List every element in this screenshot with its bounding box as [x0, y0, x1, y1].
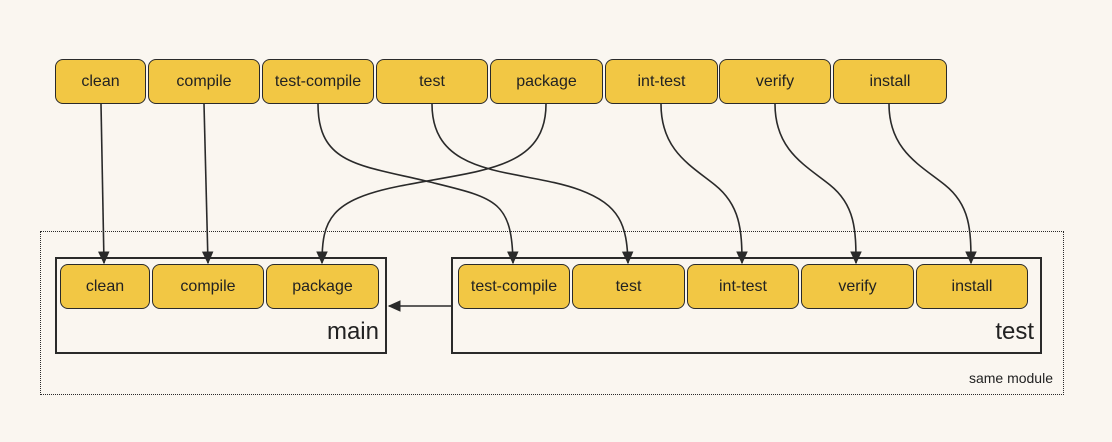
- task-test[interactable]: test: [376, 59, 488, 104]
- test-label: test: [995, 318, 1034, 345]
- main-frame: main: [55, 257, 387, 354]
- main-task-package[interactable]: package: [266, 264, 379, 309]
- task-verify[interactable]: verify: [719, 59, 831, 104]
- arrow-int-test: [660, 103, 748, 265]
- test-task-test[interactable]: test: [572, 264, 685, 309]
- test-task-install[interactable]: install: [916, 264, 1028, 309]
- task-int-test[interactable]: int-test: [605, 59, 718, 104]
- task-test-compile[interactable]: test-compile: [262, 59, 374, 104]
- arrow-install: [888, 103, 977, 265]
- main-label: main: [326, 318, 379, 345]
- test-task-int-test[interactable]: int-test: [687, 264, 799, 309]
- task-clean[interactable]: clean: [55, 59, 146, 104]
- module-frame: same module: [40, 231, 1064, 395]
- arrow-test-compile: [317, 103, 519, 265]
- task-install[interactable]: install: [833, 59, 947, 104]
- arrow-package: [316, 103, 547, 265]
- task-package[interactable]: package: [490, 59, 603, 104]
- arrow-test: [431, 103, 634, 265]
- arrow-clean: [98, 103, 110, 265]
- arrow-compile: [201, 103, 214, 265]
- test-task-test-compile[interactable]: test-compile: [458, 264, 570, 309]
- main-task-clean[interactable]: clean: [60, 264, 150, 309]
- arrow-verify: [774, 103, 862, 265]
- test-task-verify[interactable]: verify: [801, 264, 914, 309]
- main-task-compile[interactable]: compile: [152, 264, 264, 309]
- module-label: same module: [968, 370, 1053, 386]
- task-compile[interactable]: compile: [148, 59, 260, 104]
